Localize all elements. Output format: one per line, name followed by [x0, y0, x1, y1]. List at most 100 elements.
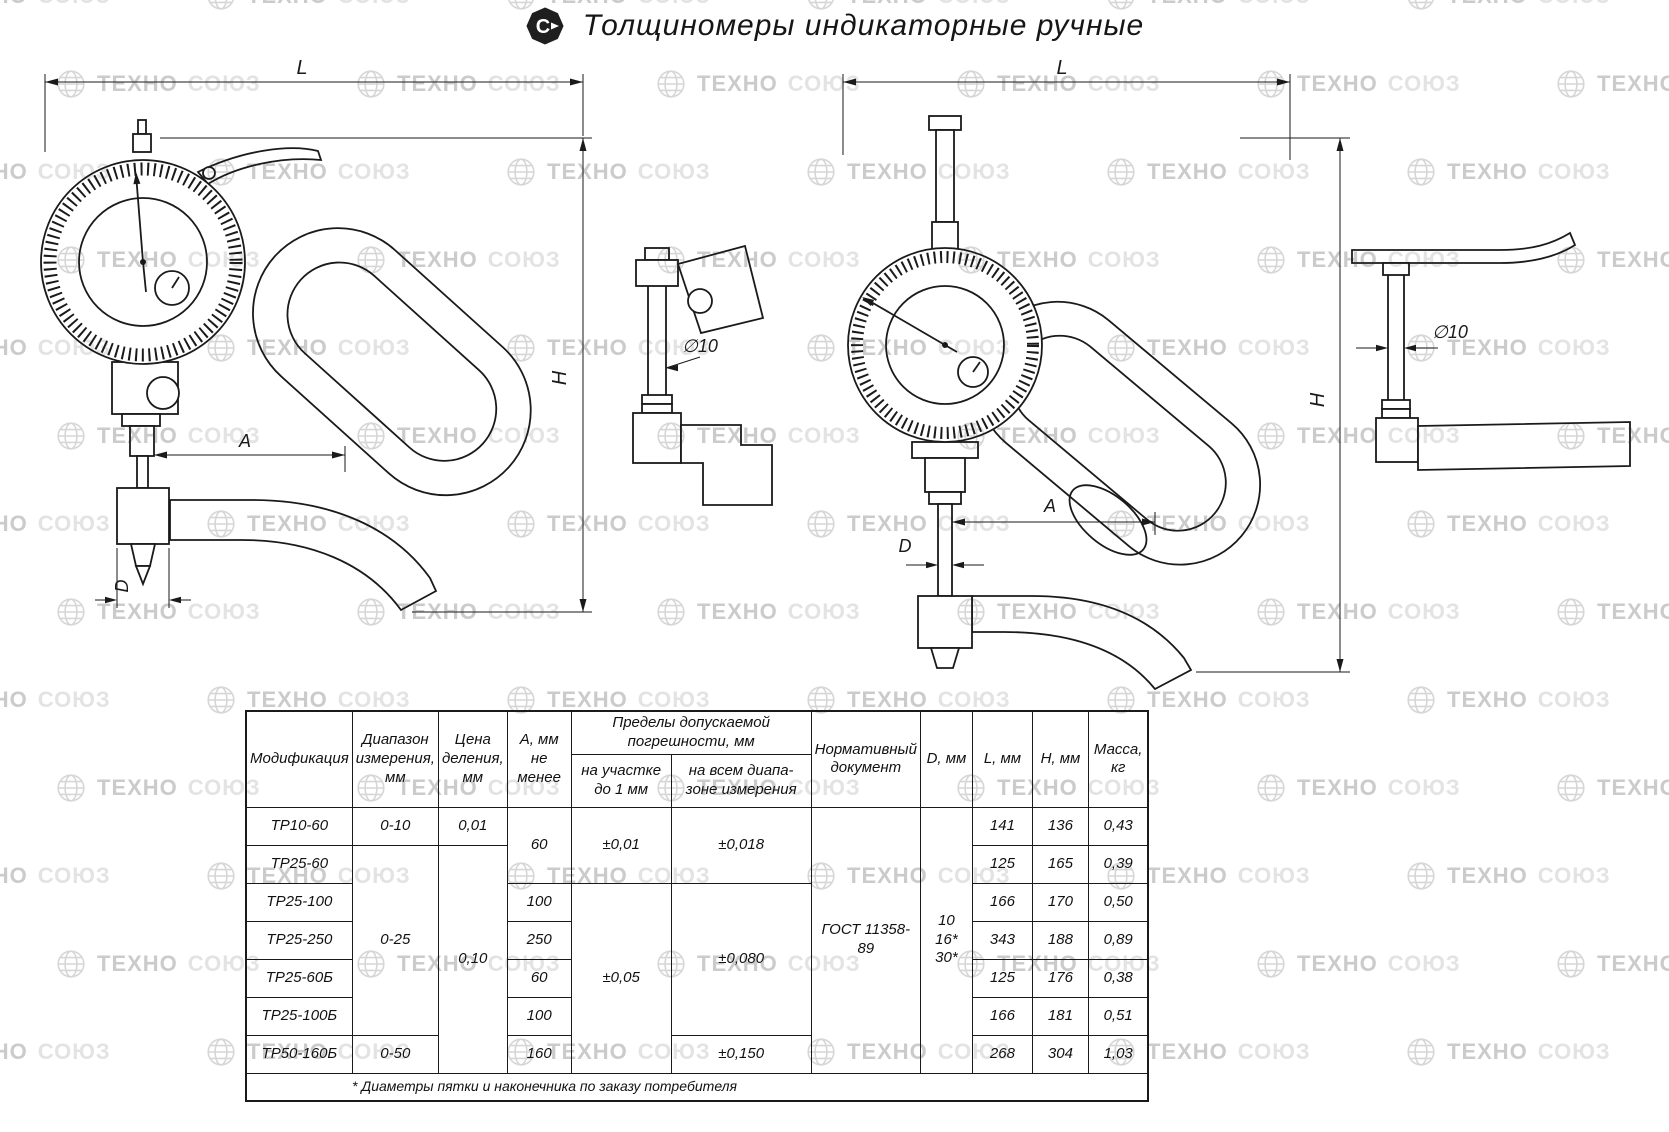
col-header-a-min: А, мм не менее	[506, 710, 572, 808]
table-row: ТР25-250 250 343 188 0,89	[245, 920, 1149, 960]
cell-a: 100	[506, 996, 572, 1036]
dia-label-left: ∅10	[682, 336, 718, 356]
cell-a: 60	[506, 806, 572, 884]
right-gauge-lower-jaw	[971, 595, 1193, 691]
dim-label-L: L	[296, 57, 307, 79]
left-dial-needle	[135, 173, 144, 263]
cell-mass: 0,89	[1087, 920, 1149, 960]
cell-l: 141	[971, 806, 1033, 846]
cell-h: 136	[1031, 806, 1089, 846]
cell-err1: ±0,05	[570, 882, 672, 1074]
dimension-H-left: H	[160, 137, 592, 613]
spec-table: Модификация Диапазон измерения, мм Цена …	[245, 710, 1150, 1102]
left-gauge-drawing	[40, 119, 532, 612]
left-dial-face	[40, 159, 246, 365]
cell-l: 268	[971, 1034, 1033, 1074]
col-header-d: D, мм	[919, 710, 973, 808]
dim-label-H: H	[549, 370, 571, 385]
cell-l: 166	[971, 996, 1033, 1036]
cell-h: 176	[1031, 958, 1089, 998]
cell-mass: 0,43	[1087, 806, 1149, 846]
col-header-error-group: Пределы допускаемой погрешности, мм	[570, 710, 812, 755]
col-header-h: Н, мм	[1031, 710, 1089, 808]
cell-mod: ТР10-60	[245, 806, 353, 846]
table-row: ТР50-160Б 0-50 160 ±0,150 268 304 1,03	[245, 1034, 1149, 1074]
cell-division: 0,10	[437, 844, 508, 1074]
dim-label-D: D	[112, 580, 132, 593]
cell-mod: ТР25-60	[245, 844, 353, 884]
right-side-view: ∅10	[1351, 231, 1631, 471]
left-gauge-lever	[196, 147, 323, 186]
col-header-mass: Масса, кг	[1087, 710, 1149, 808]
cell-h: 304	[1031, 1034, 1089, 1074]
table-row: ТР25-60 0-25 0,10 125 165 0,39	[245, 844, 1149, 1074]
svg-text:C: C	[536, 16, 550, 38]
dim-label-L-right: L	[1056, 57, 1067, 79]
brand-stamp-icon: C	[526, 7, 564, 45]
cell-err2: ±0,080	[670, 882, 812, 1036]
left-gauge-frame	[252, 227, 532, 497]
cell-mod: ТР50-160Б	[245, 1034, 353, 1074]
dim-label-H-right: H	[1307, 392, 1329, 407]
dim-label-D-right: D	[899, 536, 912, 556]
col-header-range: Диапазон измерения, мм	[351, 710, 439, 808]
header-row-1: Модификация Диапазон измерения, мм Цена …	[245, 710, 1149, 808]
right-gauge-drawing	[847, 115, 1262, 691]
left-gauge-lower-jaw	[169, 499, 438, 612]
dimension-D-right: D	[899, 536, 984, 569]
col-header-l: L, мм	[971, 710, 1033, 808]
col-header-doc: Нормативный документ	[810, 710, 921, 808]
dimension-L-right: L	[842, 57, 1291, 160]
cell-h: 181	[1031, 996, 1089, 1036]
col-header-division: Цена деления, мм	[437, 710, 508, 808]
cell-doc: ГОСТ 11358-89	[810, 806, 921, 1074]
cell-mass: 1,03	[1087, 1034, 1149, 1074]
cell-mass: 0,38	[1087, 958, 1149, 998]
cell-mod: ТР25-100Б	[245, 996, 353, 1036]
cell-a: 160	[506, 1034, 572, 1074]
cell-range: 0-50	[351, 1034, 439, 1074]
col-header-error-full: на всем диапа- зоне измерения	[670, 753, 812, 808]
cell-range: 0-25	[351, 844, 439, 1036]
cell-mod: ТР25-250	[245, 920, 353, 960]
cell-err1: ±0,01	[570, 806, 672, 884]
table-row: ТР25-100 100 ±0,05 ±0,080 166 170 0,50	[245, 882, 1149, 1074]
cell-range: 0-10	[351, 806, 439, 846]
right-dial-face	[847, 247, 1043, 443]
table-row: ТР25-100Б 100 166 181 0,51	[245, 996, 1149, 1036]
dia-label-right: ∅10	[1432, 322, 1468, 342]
dimension-L-left: L	[44, 57, 584, 152]
table-row: ТР25-60Б 60 125 176 0,38	[245, 958, 1149, 998]
table-footnote: * Диаметры пятки и наконечника по заказу…	[245, 1072, 1149, 1101]
technical-drawing: L H A D	[40, 57, 1631, 691]
cell-l: 343	[971, 920, 1033, 960]
cell-mod: ТР25-100	[245, 882, 353, 922]
dimension-A-left: A	[154, 431, 346, 472]
cell-err2: ±0,018	[670, 806, 812, 884]
cell-l: 166	[971, 882, 1033, 922]
cell-l: 125	[971, 844, 1033, 884]
left-anvil-block	[116, 487, 170, 545]
table-row: ТР10-60 0-10 0,01 60 ±0,01 ±0,018 ГОСТ 1…	[245, 806, 1149, 1074]
dim-label-A-right: A	[1043, 496, 1056, 516]
cell-d: 10 16* 30*	[919, 806, 973, 1074]
dim-label-A: A	[238, 431, 251, 451]
page-header: C Толщиномеры индикаторные ручные	[0, 6, 1669, 46]
col-header-error-upto1: на участке до 1 мм	[570, 753, 672, 808]
right-anvil-block	[917, 595, 973, 649]
dimension-D-left: D	[95, 548, 191, 608]
cell-division: 0,01	[437, 806, 508, 846]
cell-mass: 0,51	[1087, 996, 1149, 1036]
cell-a: 60	[506, 958, 572, 998]
